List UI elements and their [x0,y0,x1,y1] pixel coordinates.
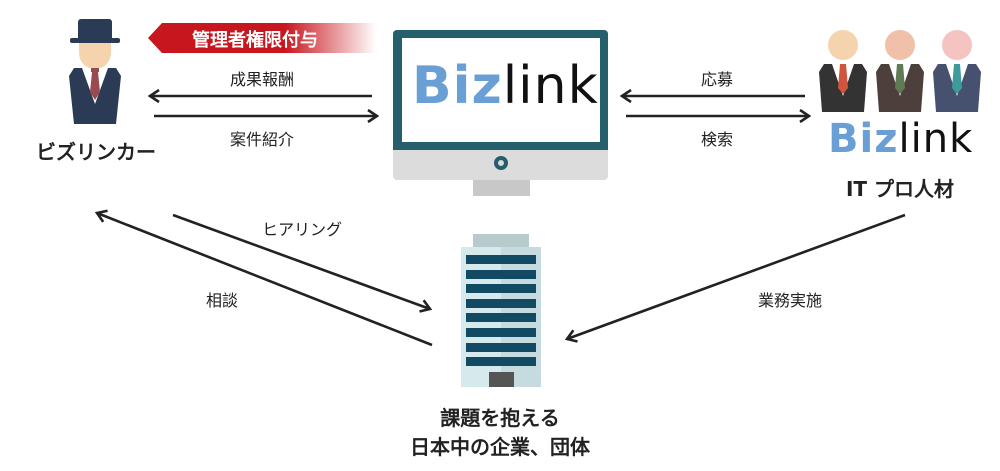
logo-link: link [898,116,974,162]
platform-logo: Bizlink [412,56,599,116]
bizlinker-label: ビズリンカー [36,140,156,164]
logo-link: link [502,56,599,116]
flow-search-label: 検索 [700,130,734,149]
flow-hearing-label: ヒアリング [261,220,343,239]
flow-apply-label: 応募 [700,70,734,89]
building-icon [461,234,541,387]
arrow-hearing [172,213,430,309]
it-pros-logo: Bizlink [828,116,973,162]
logo-biz: Biz [828,116,899,162]
arrow-consult [97,213,433,347]
company-label-line2: 日本中の企業、団体 [410,435,590,459]
flow-reward-label: 成果報酬 [229,70,295,89]
admin-permission-banner: 管理者権限付与 [148,23,376,53]
bizlinker-icon [69,19,121,124]
logo-biz: Biz [412,56,503,116]
flow-introduction-label: 案件紹介 [229,130,295,149]
it-pros-label: IT プロ人材 [845,177,955,201]
flow-consult-label: 相談 [205,291,239,310]
arrow-work [567,213,906,339]
it-pros-icon [819,30,981,112]
banner-label: 管理者権限付与 [192,30,318,51]
monitor-icon [393,30,608,196]
flow-work-label: 業務実施 [757,291,823,310]
company-label-line1: 課題を抱える [440,406,560,430]
